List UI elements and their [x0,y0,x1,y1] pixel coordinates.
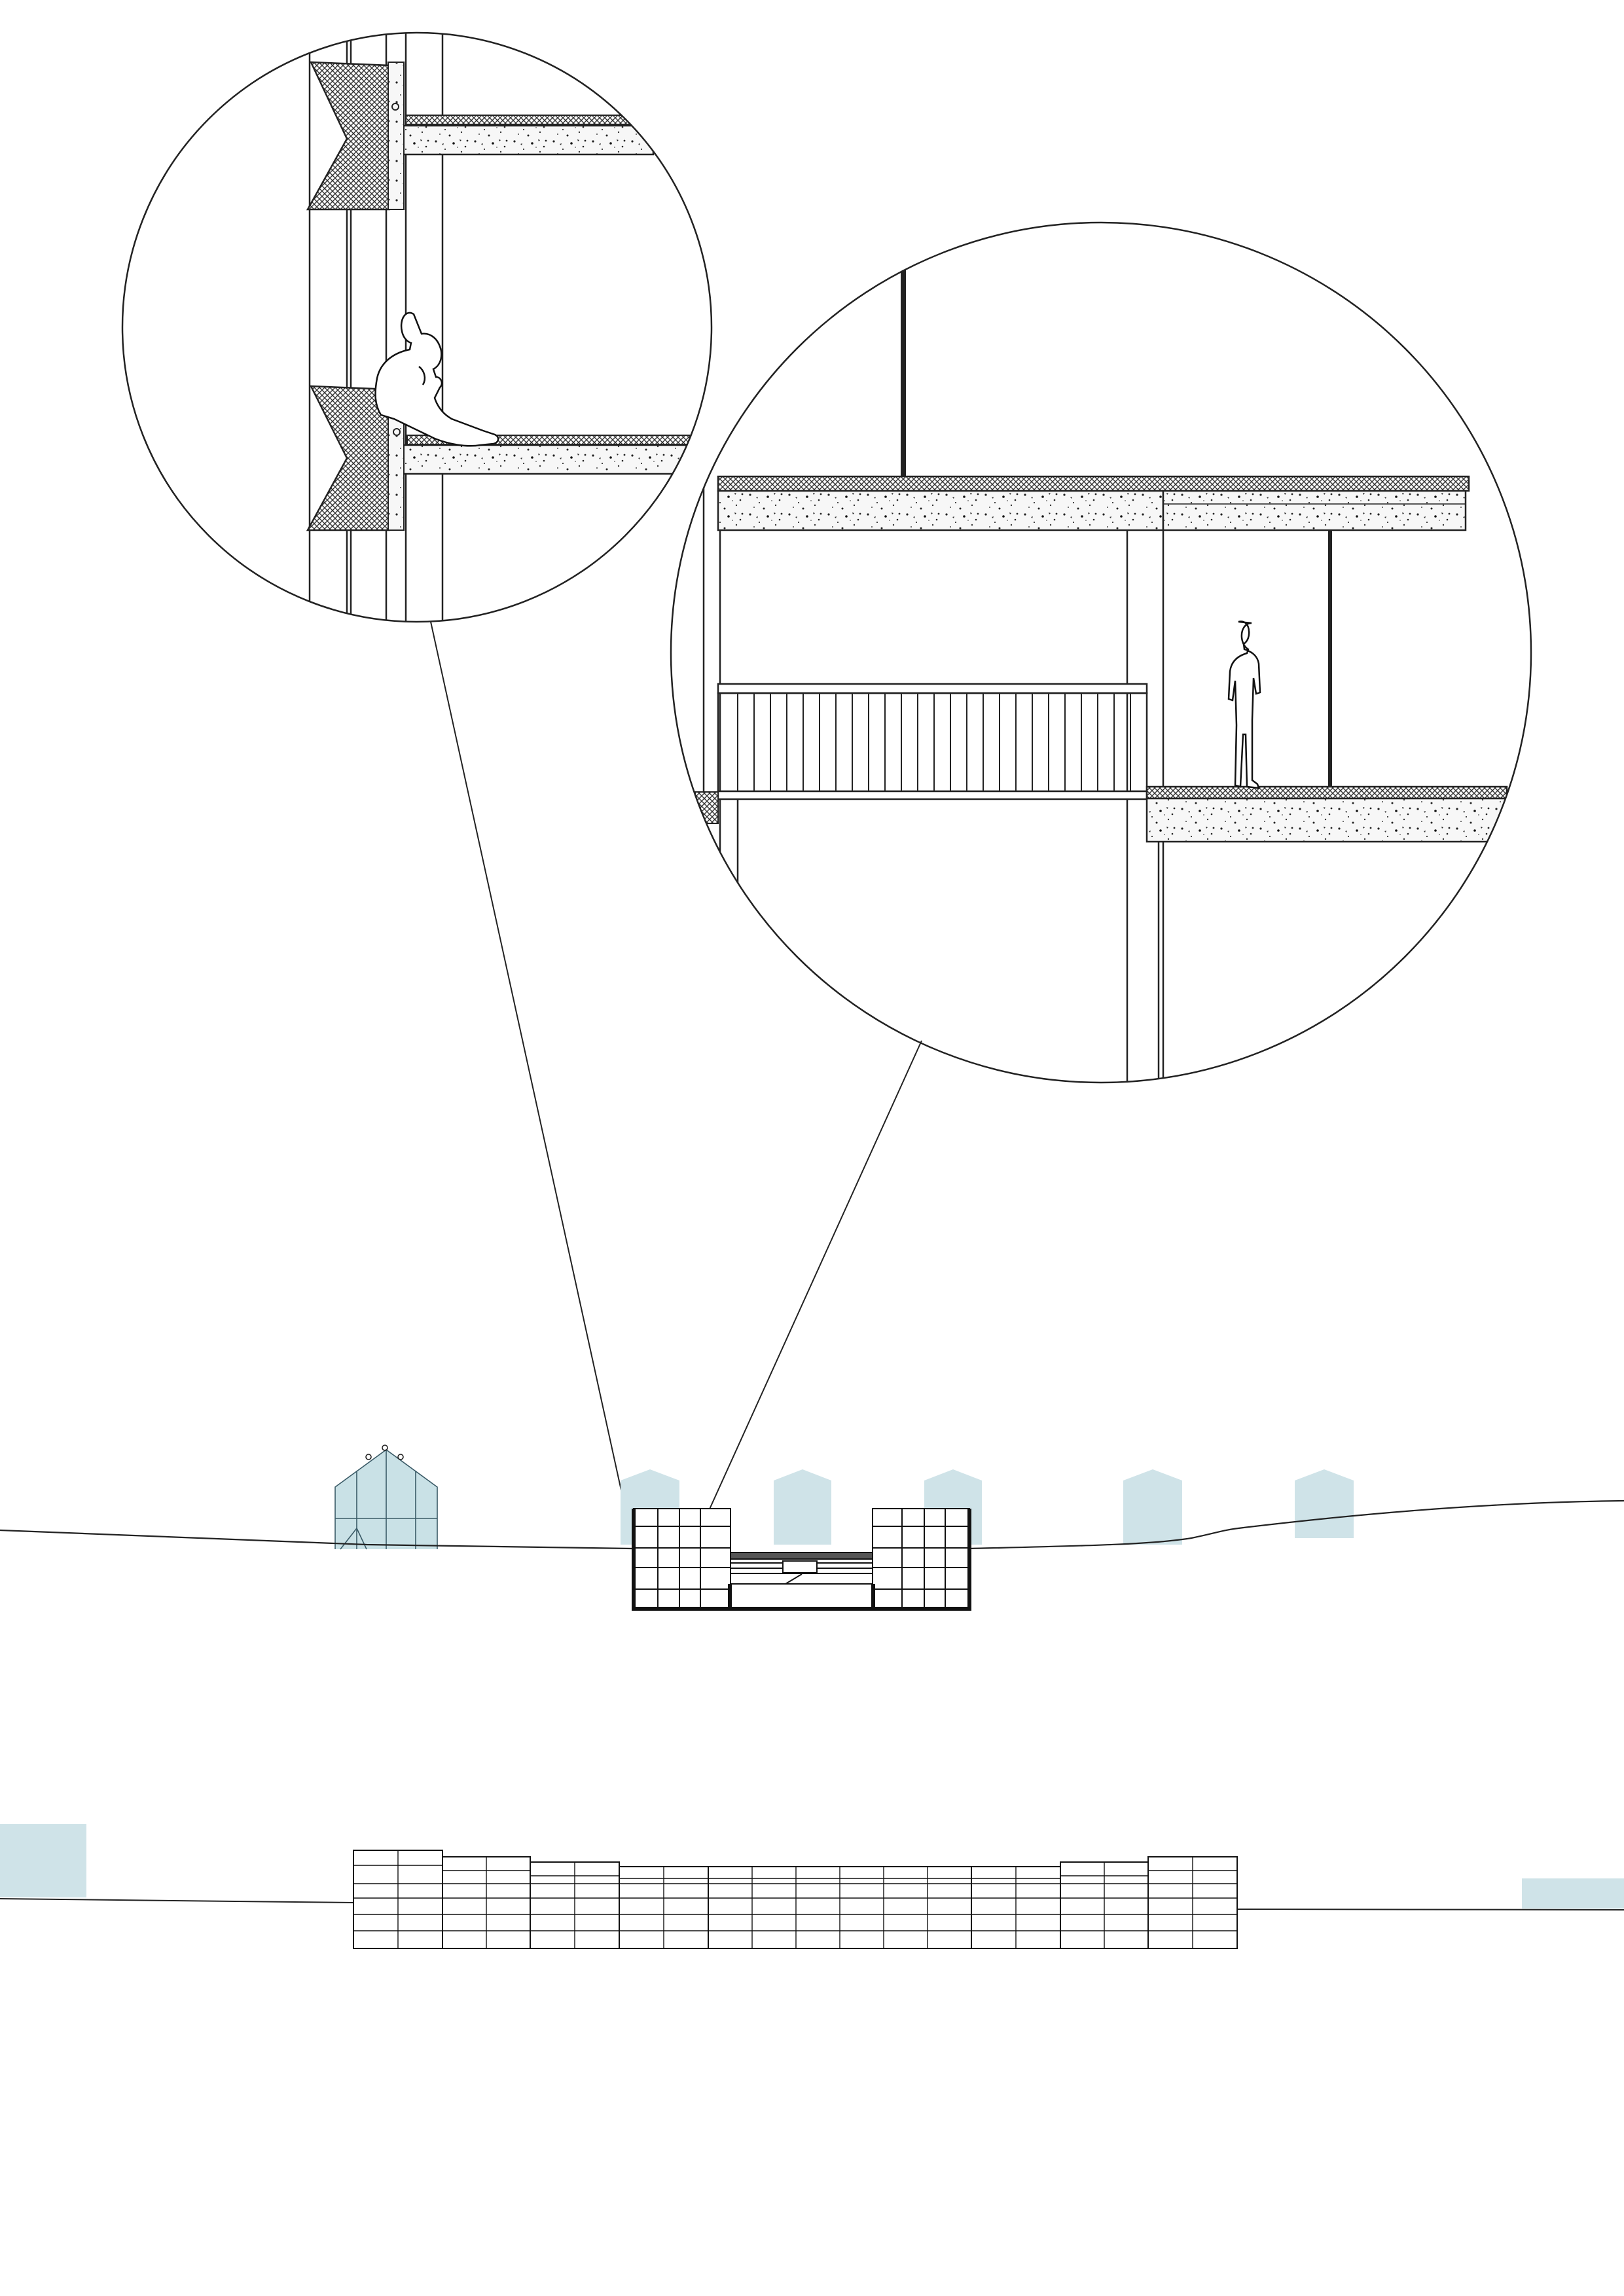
leader-left [430,621,632,1539]
neighbor-building-left [0,1824,86,1897]
gallery-upper-slab [717,475,1470,492]
cross-section [0,1444,1624,1611]
cross-section-ground-line [0,1499,1624,1550]
long-elevation [0,1824,1624,1949]
elevation-ground-line [0,1898,1624,1910]
leader-lines [430,621,922,1539]
upper-floor-slab [399,124,655,156]
leader-right [702,1040,922,1526]
greenhouse-icon [334,1444,438,1550]
detail-circle-gallery-outline [670,221,1532,1084]
lower-floor-slab [401,444,692,475]
tree-silhouette-icon [621,1469,1354,1545]
seated-person-silhouette-icon [374,312,499,447]
balcony-railing [717,683,1148,793]
detail-circle-facade [121,31,713,623]
neighbor-building-right [1522,1878,1624,1909]
detail-circle-facade-outline [121,31,713,623]
standing-person-silhouette-icon [1227,620,1261,789]
gallery-lower-slab [1146,785,1508,800]
building-cross-section [632,1508,971,1611]
detail-circle-gallery [670,221,1532,1084]
upper-insulation-wedge [306,61,391,211]
